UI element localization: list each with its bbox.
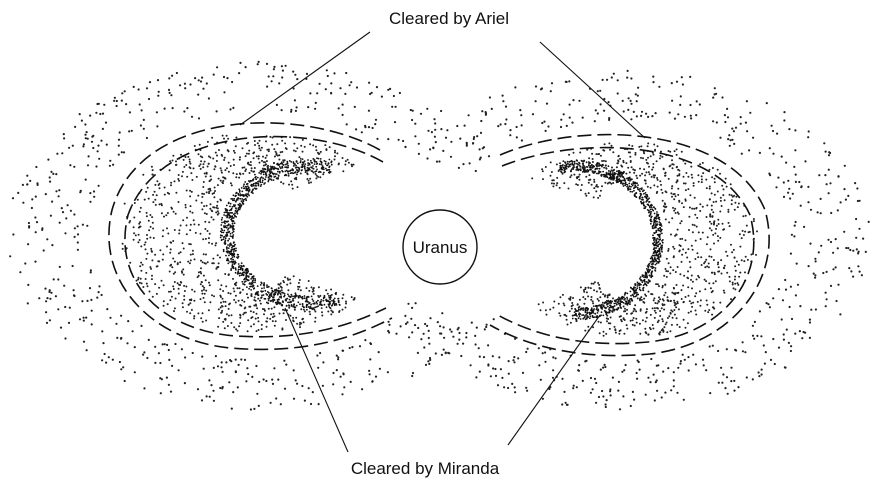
ariel-gap-outer-arc-right bbox=[490, 135, 769, 356]
ariel-gap-outer-arc-left bbox=[109, 123, 392, 350]
outer-particle-field-right bbox=[411, 70, 870, 411]
ariel-leader-line-left bbox=[240, 32, 370, 125]
ariel-gap-boundaries-left bbox=[109, 123, 392, 350]
ariel-gap-inner-arc-left bbox=[125, 137, 386, 337]
miranda-leader-line-right bbox=[508, 315, 600, 445]
miranda-leader-line-left bbox=[285, 308, 348, 452]
cleared-by-miranda-label: Cleared by Miranda bbox=[351, 459, 500, 478]
uranus-label: Uranus bbox=[413, 238, 468, 257]
ariel-gap-boundaries-right bbox=[490, 135, 769, 356]
ariel-gap-inner-arc-right bbox=[496, 148, 754, 344]
cleared-by-ariel-label: Cleared by Ariel bbox=[389, 9, 509, 28]
ariel-leader-line-right bbox=[540, 42, 645, 138]
